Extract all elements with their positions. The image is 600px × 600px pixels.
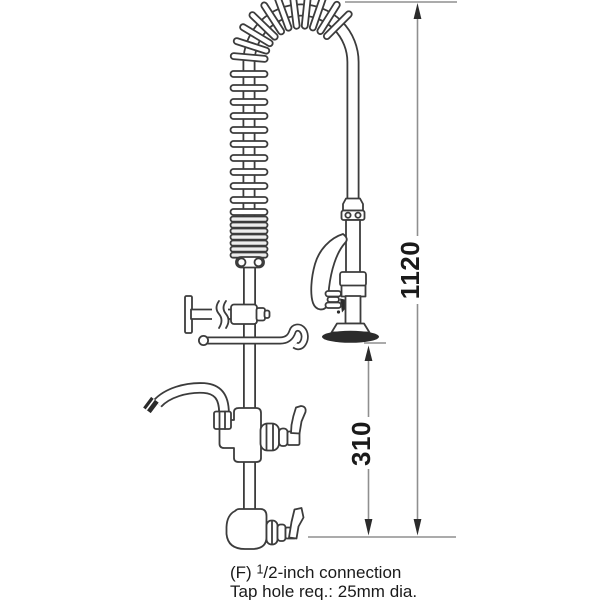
faucet-lever-handle [290,405,307,435]
knurled-nut [339,271,367,287]
hose-spring-coil [229,215,269,259]
valve-inlet-tube [345,219,361,274]
dimension-label-310: 310 [346,421,376,466]
spray-valve-assembly [310,197,379,343]
faucet-valve-bonnet [259,422,301,452]
hose-ring [273,0,293,32]
spout-coupling-nut [213,410,232,430]
rubber-bumper [322,330,379,343]
base-assembly [225,507,305,550]
hose-ring [229,84,269,92]
hose-ring [248,11,279,41]
hose-ring [229,154,269,162]
hook-pivot [197,334,209,346]
hose-ring [232,37,271,55]
swing-spout [143,382,230,414]
connection-note-suffix: /2-inch connection [263,563,401,582]
hose-end-collar [342,197,364,212]
hose-ring [229,182,269,190]
hose-ring [229,168,269,176]
hose-ring [260,1,286,36]
hose-ring [322,10,353,41]
hose-ring [229,126,269,134]
hose-ring [288,0,301,30]
hose-ring [300,0,312,30]
arrow-up-icon [364,345,373,361]
hose-ring [229,112,269,120]
spring-coil-ring [229,227,269,235]
connection-note-prefix: (F) [230,563,256,582]
base-body [225,508,268,550]
base-lever-handle [288,507,305,540]
wall-bracket [184,295,271,334]
connection-note: (F) 1/2-inch connection [230,563,401,583]
hose-ring [229,52,269,63]
hose-coupling-band [340,209,366,221]
hose-rings [229,0,353,216]
hose-ring [308,0,327,32]
hose-ring [229,208,269,216]
dimension-1120: 1120 [345,1,457,536]
valve-screw-dot [336,310,341,314]
arrow-up-icon [413,3,422,19]
hose-hook [197,323,309,351]
hose-ring [229,140,269,148]
spout-aerator-tip [143,396,159,414]
spring-coil-ring [229,239,269,247]
dimension-label-1120: 1120 [395,241,425,299]
hose-ring [229,98,269,106]
hose-ring [316,0,341,35]
tap-hole-note: Tap hole req.: 25mm dia. [230,582,417,600]
dimension-310: 310 [346,342,386,536]
hose-ring [239,23,274,48]
hose-ring [229,70,269,78]
spring-coil-ring [229,221,269,229]
hose-ring [229,196,269,204]
hose-swivel-fitting [235,256,265,269]
spring-coil-ring [229,215,269,223]
add-on-faucet [143,382,307,463]
arrow-down-icon [413,519,422,536]
connection-note-fraction-numerator: 1 [256,563,263,577]
bracket-break-squiggle [215,300,230,329]
spray-head [322,322,379,343]
spring-coil-ring [229,233,269,241]
spray-valve-body [324,271,367,325]
arrow-down-icon [364,519,373,536]
spring-coil-ring [229,245,269,253]
